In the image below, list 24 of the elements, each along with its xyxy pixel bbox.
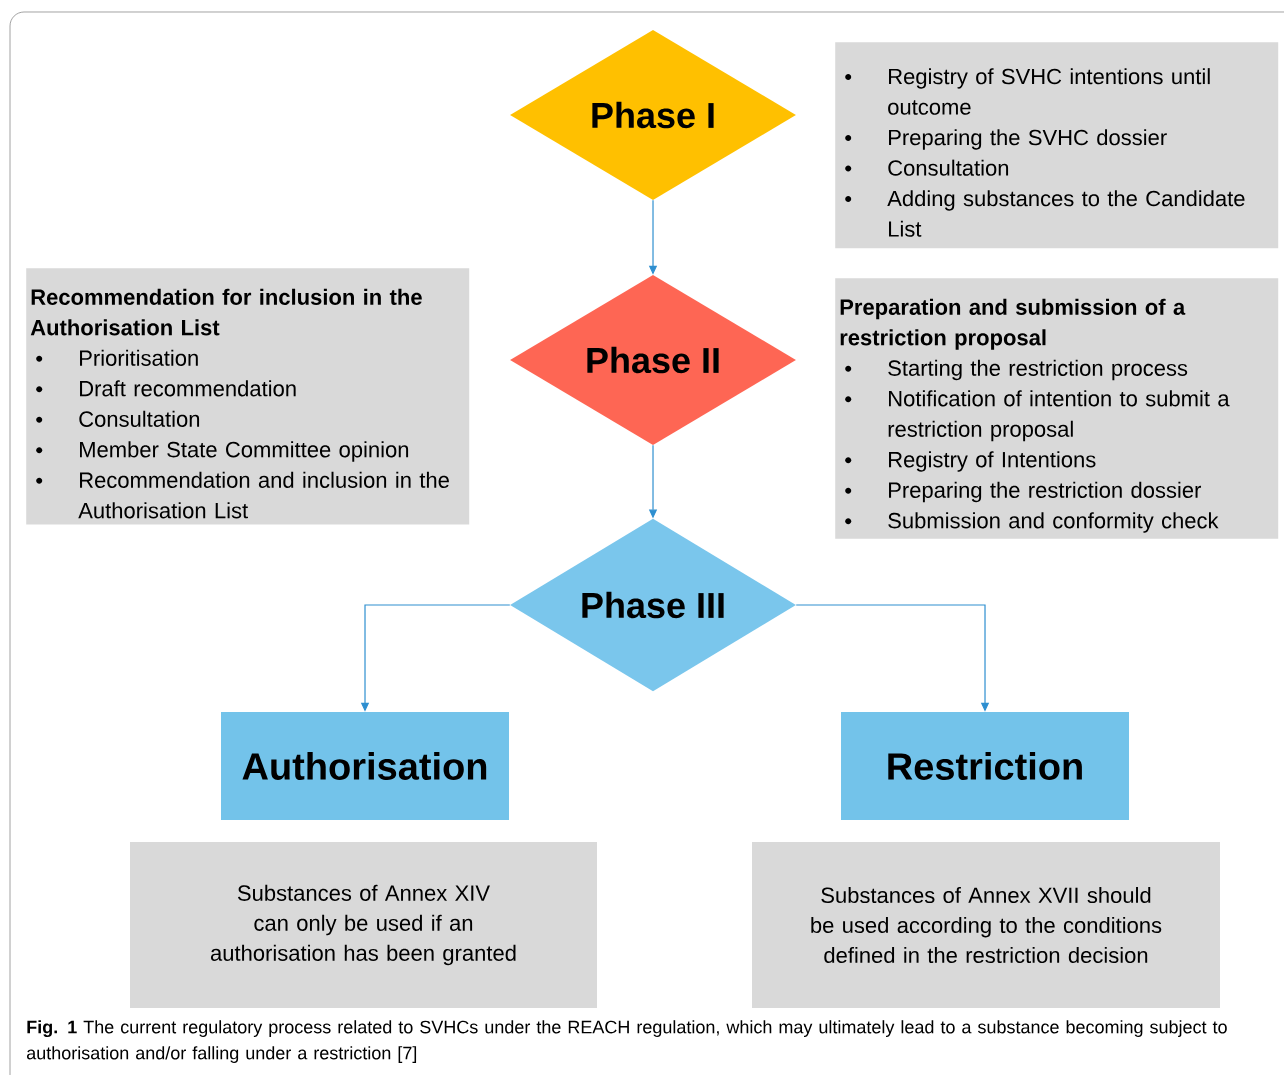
bullet-item: Registry of Intentions bbox=[845, 451, 1096, 472]
bullet-item: Starting the restriction process bbox=[845, 359, 1188, 381]
outcome-box: Restriction bbox=[841, 712, 1129, 820]
box-heading: Recommendation for inclusion in the Authorisation List bbox=[30, 288, 422, 336]
description-box: Substances of Annex XIV can only be used if an authorisation has been granted bbox=[130, 842, 597, 1008]
bullet-item: Preparing the restriction dossier bbox=[845, 481, 1202, 503]
bullet-item: Member State Committee opinion bbox=[36, 441, 409, 462]
bullet-item: Adding substances to the Candidate List bbox=[845, 190, 1245, 237]
bullet-item: Draft recommendation bbox=[36, 380, 296, 397]
bullet-item: Preparing the SVHC dossier bbox=[845, 129, 1167, 150]
info-box bbox=[835, 42, 1279, 249]
info-box bbox=[26, 268, 470, 525]
box-heading: Preparation and submission of a restriction proposal bbox=[840, 298, 1186, 350]
caption: Fig. 1 The current regulatory process related to SVHCs under the REACH regulation, which may ultimately lead to a substance becoming subject to authorisation and/or falling under a restriction [7] bbox=[27, 1020, 1227, 1063]
bullet-item: Recommendation and inclusion in the Authorisation List bbox=[36, 471, 449, 519]
bullet-item: Consultation bbox=[845, 159, 1009, 176]
description-box: Substances of Annex XVII should be used according to the conditions defined in the restriction decision bbox=[752, 842, 1220, 1008]
bullet-item: Prioritisation bbox=[36, 349, 198, 366]
info-box bbox=[835, 278, 1279, 539]
bullet-item: Notification of intention to submit a restriction proposal bbox=[845, 390, 1230, 442]
bullet-item: Registry of SVHC intentions until outcome bbox=[845, 68, 1210, 115]
outcome-box: Authorisation bbox=[221, 712, 509, 820]
bullet-item: Submission and conformity check bbox=[845, 512, 1219, 533]
bullet-item: Consultation bbox=[36, 410, 200, 427]
